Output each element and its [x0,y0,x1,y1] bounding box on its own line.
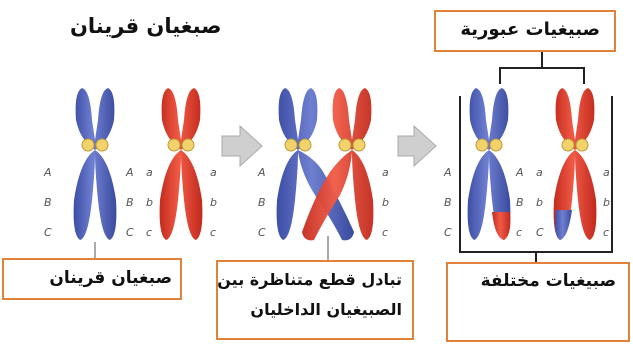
crossed-chromatids-label: صبيغيات عبورية [460,19,600,40]
gene-label: b [210,196,217,209]
gene-label: A [43,166,52,179]
gene-label: A [257,166,266,179]
gene-label: c [516,226,522,239]
recombinant-chromatids-label: صبيغيات مختلفة [481,271,616,291]
gene-label: c [146,226,152,239]
label-box-crossover: تبادل قطع متناظرة بين الصبيغيان الداخليا… [216,260,414,340]
chromosome-red-recombinant [554,88,597,240]
gene-label: A [443,166,452,179]
homologous-chromosomes-label: صبغيان قرينان [49,268,172,288]
gene-label: C [536,226,544,239]
arrow-icon [398,126,436,166]
crossover-label-line-1: تبادل قطع متناظرة بين [217,270,402,289]
gene-label: c [603,226,609,239]
crossover-label-line-2: الصبيغيان الداخليان [250,300,402,319]
gene-label: b [536,196,543,209]
gene-label: B [126,196,134,209]
gene-label: a [146,166,153,179]
gene-label: c [382,226,388,239]
gene-label: b [603,196,610,209]
gene-label: A [125,166,134,179]
gene-label: C [44,226,52,239]
gene-label: C [258,226,266,239]
gene-label: a [210,166,217,179]
arrow-icon [222,126,262,166]
diagram-title: صبغيان قرينان [70,14,222,38]
gene-label: b [382,196,389,209]
gene-label: B [258,196,266,209]
chromosome-blue-recombinant [468,88,511,240]
gene-label: a [536,166,543,179]
gene-label: a [382,166,389,179]
chromosome-blue-1 [74,88,117,240]
gene-label: C [444,226,452,239]
gene-label: A [515,166,524,179]
chromosome-red-1 [160,88,203,240]
label-box-recombinant-chromatids: صبيغيات مختلفة [446,262,630,342]
gene-label: B [44,196,52,209]
gene-label: C [126,226,134,239]
gene-label: B [516,196,524,209]
label-box-homologous: صبغيان قرينان [2,258,182,300]
label-box-crossed-chromatids: صبيغيات عبورية [434,10,616,52]
bracket-crossed [500,52,584,84]
gene-label: a [603,166,610,179]
gene-label: B [444,196,452,209]
gene-label: b [146,196,153,209]
gene-label: c [210,226,216,239]
